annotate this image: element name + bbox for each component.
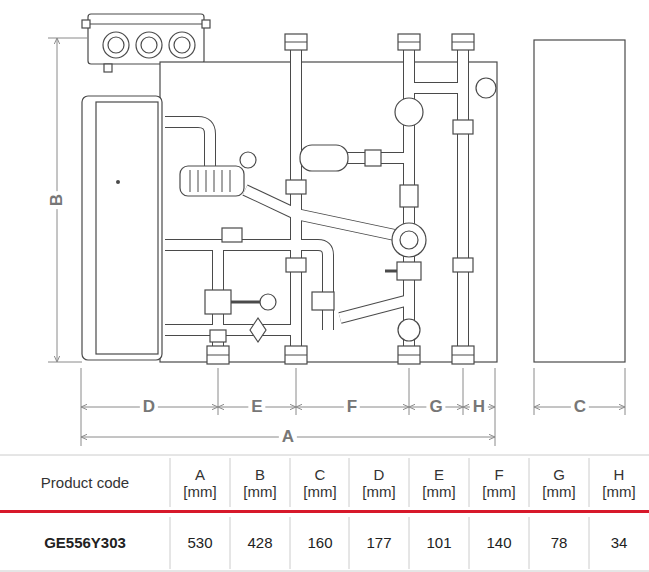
filter: [180, 152, 256, 196]
table-cell: 34: [611, 534, 628, 551]
dimension-letter: H: [470, 397, 488, 417]
table-header: E [mm]: [418, 466, 460, 501]
dimension-lines: [48, 38, 625, 446]
table-cell: 160: [307, 534, 332, 551]
table-header: F [mm]: [478, 466, 520, 501]
dimension-letter: G: [426, 397, 445, 417]
table-header: Product code: [10, 474, 160, 491]
valves: [205, 223, 426, 342]
table-cell: 177: [366, 534, 391, 551]
heat-exchanger: [82, 96, 162, 360]
table-cell: 140: [486, 534, 511, 551]
table-header: D [mm]: [358, 466, 400, 501]
dimension-letter: F: [344, 397, 360, 417]
side-view: [534, 40, 625, 362]
table-header: G [mm]: [538, 466, 580, 501]
table-cell: 428: [247, 534, 272, 551]
dimension-letter: D: [140, 397, 158, 417]
pipe-fittings: [207, 34, 474, 364]
table-cell: 101: [426, 534, 451, 551]
product-code-cell: GE556Y303: [44, 534, 126, 551]
table-cell: 78: [551, 534, 568, 551]
table-grid: [0, 455, 649, 571]
dimension-letter: C: [571, 397, 589, 417]
dimension-letter: B: [47, 191, 67, 209]
table-rule: [0, 510, 649, 513]
pipework: [165, 42, 463, 362]
safety-valve-group: [300, 78, 496, 207]
table-cell: 530: [187, 534, 212, 551]
dimension-letter: A: [279, 427, 297, 447]
dimension-letter: E: [248, 397, 265, 417]
table-header: A [mm]: [179, 466, 221, 501]
table-header: C [mm]: [299, 466, 341, 501]
back-plate: [160, 62, 497, 362]
table-header: B [mm]: [239, 466, 281, 501]
table-header: H [mm]: [598, 466, 640, 501]
